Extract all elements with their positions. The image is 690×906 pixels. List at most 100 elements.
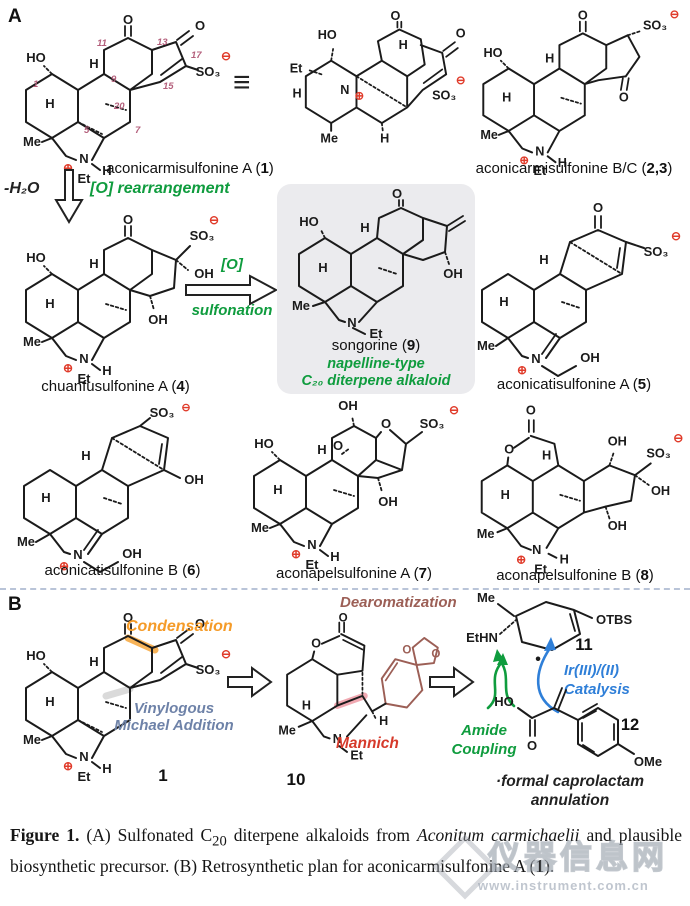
locant-9: 9 <box>111 74 117 85</box>
et-label: Et <box>370 326 384 341</box>
h-label: H <box>89 256 98 271</box>
plus-charge: ⊕ <box>63 361 73 375</box>
oh-label: OH <box>608 434 627 449</box>
n-label: N <box>79 151 88 166</box>
h-label: H <box>89 56 98 71</box>
me-label: Me <box>477 526 495 541</box>
ketone-o-label: O <box>526 402 536 417</box>
ir-catalysis-arrow <box>536 637 560 714</box>
sulfonate-label: SO₃ <box>196 662 221 677</box>
minus-charge: ⊖ <box>209 213 219 227</box>
caption-species-name: Aconitum carmichaelii <box>417 825 580 845</box>
n-label: N <box>73 547 82 562</box>
minus-charge: ⊖ <box>671 229 681 243</box>
bond-skeleton <box>25 25 199 171</box>
ring-o-label: O <box>381 416 391 431</box>
minus-charge: ⊖ <box>221 49 231 63</box>
structure-aconicatisulfonine-a: O SO₃ ⊖ H H Me N ⊕ OH <box>477 200 681 377</box>
n-label: N <box>531 351 540 366</box>
structure-aconicarmisulfonine-a-cage: HO Et H N ⊕ Me H H O O SO₃ ⊖ <box>290 9 466 146</box>
oh-label: OH <box>608 518 627 533</box>
h-label: H <box>545 52 554 66</box>
me-label: Me <box>23 134 41 149</box>
vinylogous-line1: Vinylogous <box>133 700 215 717</box>
structure-compound-10: O O O O H H Me N Et <box>278 613 440 763</box>
bond-skeleton <box>23 417 181 573</box>
condensation-label: Condensation <box>126 618 233 635</box>
bond-skeleton <box>253 415 423 557</box>
nh-label: H <box>102 163 111 178</box>
structure-aconicarmisulfonine-bc: HO O O SO₃ ⊖ H H Me N ⊕ H Et <box>480 8 679 178</box>
et-label: Et <box>534 561 548 576</box>
et-label: Et <box>306 557 320 572</box>
vinylogous-label: Vinylogous Michael Addition <box>104 700 244 734</box>
label-compound-1: 1 <box>158 766 168 785</box>
plus-charge: ⊕ <box>355 90 365 103</box>
ketone-o-label: O <box>123 212 133 227</box>
caprolactam-line2: annulation <box>530 792 610 810</box>
nh-label: H <box>330 549 339 564</box>
ketone-o-label: O <box>123 610 133 625</box>
h-label: H <box>45 694 54 709</box>
caption-text: ). <box>544 856 555 877</box>
ketone-o-label: O <box>578 9 588 23</box>
bond-skeleton <box>298 199 466 335</box>
oh-label: OH <box>443 266 463 281</box>
bond-skeleton <box>25 225 191 371</box>
ho-label: HO <box>484 46 503 60</box>
lactone-o-label: O <box>311 637 321 651</box>
oh-label: OH <box>194 266 214 281</box>
name-m8: aconapelsulfonine B (8) <box>496 567 654 584</box>
oh-label: OH <box>184 472 204 487</box>
locant-13: 13 <box>157 37 168 48</box>
ir-line1: Ir(III)/(II) <box>564 662 619 679</box>
minus-charge: ⊖ <box>456 74 466 87</box>
label-compound-12: 12 <box>620 716 640 734</box>
oh-label: OH <box>122 546 142 561</box>
locant-7: 7 <box>135 125 141 136</box>
plus-charge: ⊕ <box>517 363 527 377</box>
ho-label: HO <box>26 50 46 65</box>
structure-aconicatisulfonine-b: SO₃ ⊖ OH H H Me N ⊕ OH <box>17 402 204 573</box>
plus-charge: ⊕ <box>516 554 526 567</box>
radical-dot: • <box>535 651 541 668</box>
sulfonate-label: SO₃ <box>646 446 670 461</box>
caption-figure-number: Figure 1. <box>10 825 80 845</box>
ethn-label: EtHN <box>466 630 498 645</box>
otbs-label: OTBS <box>596 612 632 627</box>
h-label: H <box>360 220 369 235</box>
caption-compound-number: 1 <box>535 856 545 877</box>
sulfonate-label: SO₃ <box>190 228 215 243</box>
bond-skeleton <box>304 20 459 132</box>
h-label: H <box>292 87 301 101</box>
ome-label: OMe <box>634 754 662 769</box>
dioxolane-o-label: O <box>402 644 411 656</box>
dioxolane-o-label: O <box>431 648 440 660</box>
caption-text: (A) Sulfonated C <box>79 825 213 845</box>
structure-chuanfusulfonine-a: HO O SO₃ ⊖ OH OH H H Me N ⊕ H Et <box>23 212 219 386</box>
n-label: N <box>79 351 88 366</box>
h-label: H <box>379 714 388 728</box>
h-label: H <box>317 442 326 457</box>
down-arrow <box>54 169 84 224</box>
me-label: Me <box>477 338 495 353</box>
et-label: Et <box>350 749 363 763</box>
h-label: H <box>273 482 282 497</box>
plus-charge: ⊕ <box>63 161 73 175</box>
h-label: H <box>81 448 90 463</box>
label-compound-10: 10 <box>286 770 306 789</box>
name-m23: aconicarmisulfonine B/C (2,3) <box>475 160 673 177</box>
ho-label: HO <box>26 250 46 265</box>
oh-label: OH <box>580 350 600 365</box>
section-separator <box>0 588 690 590</box>
bond-skeleton <box>481 215 645 377</box>
ketone-o-label: O <box>391 9 401 23</box>
h-label: H <box>502 91 511 105</box>
h-label: H <box>45 296 54 311</box>
figure-caption: Figure 1. (A) Sulfonated C20 diterpene a… <box>10 822 682 880</box>
name-m4: chuanfusulfonine A (4) <box>41 378 190 395</box>
amide-coupling-arrows <box>486 649 516 710</box>
me-label: Me <box>17 534 35 549</box>
oh-label: OH <box>378 494 398 509</box>
watermark-url: www.instrument.com.cn <box>478 878 649 893</box>
